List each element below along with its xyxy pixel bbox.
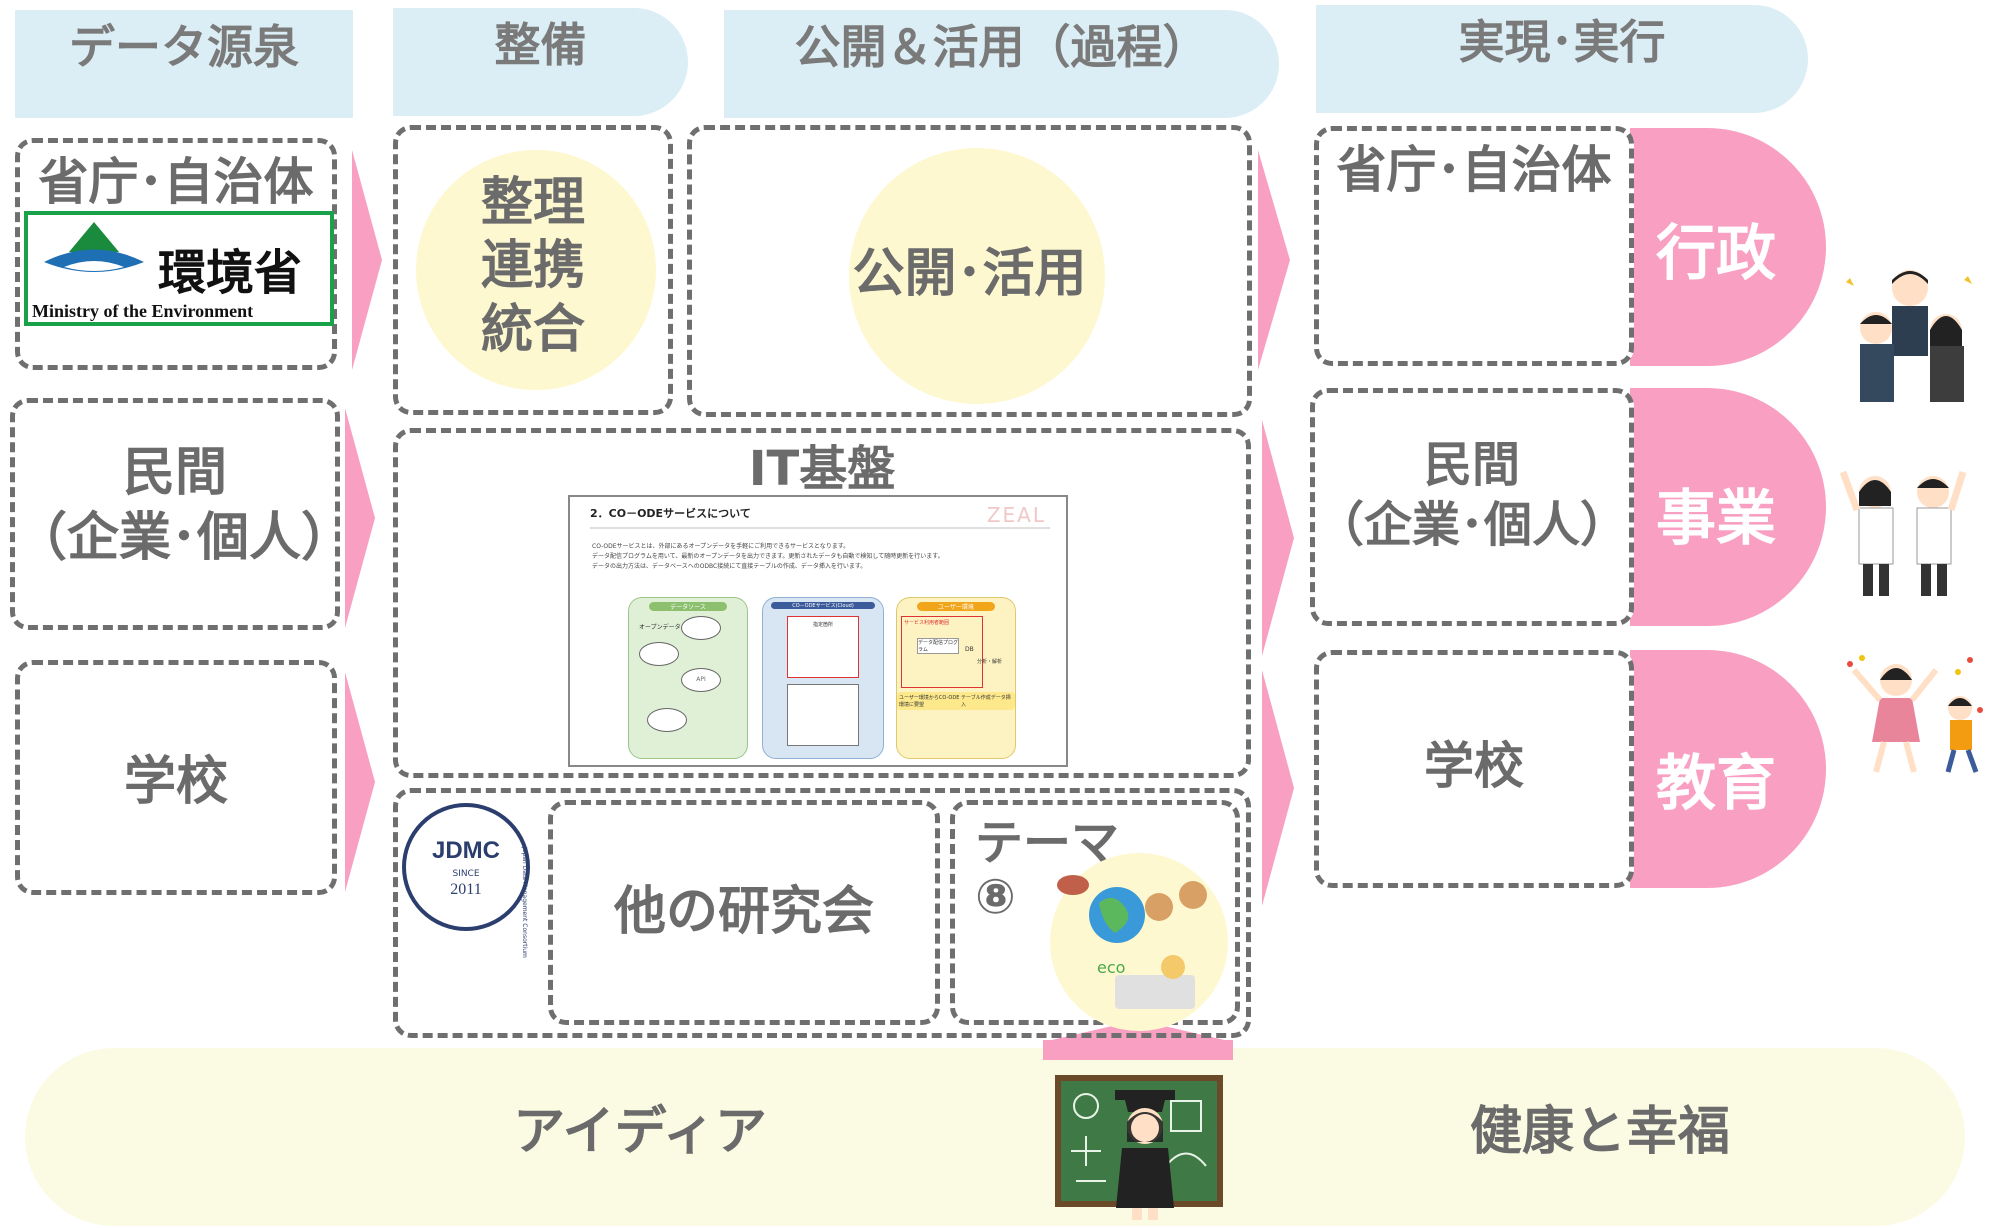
it-box: IT基盤 2．CO－ODEサービスについて ZEAL CO-ODEサービスとは、… <box>393 428 1251 778</box>
jdmc-name: JDMC <box>431 837 500 864</box>
arrow-realize-1 <box>1258 150 1290 370</box>
arrow-gov <box>352 150 382 370</box>
eco-earth-icon: eco <box>1057 875 1207 1009</box>
idea-label: アイディア <box>513 1102 767 1162</box>
result-school-label: 学校 <box>1424 737 1524 795</box>
jumping-kids-icon <box>1847 655 1983 773</box>
publish-label: 公開･活用 <box>852 244 1087 304</box>
slide-heading: 2．CO－ODEサービスについて <box>590 507 751 520</box>
jdmc-ring-text: Japan Data Management Consortium <box>521 847 528 958</box>
header-prep: 整備 <box>393 8 688 116</box>
result-private-line1: 民間 <box>1423 437 1520 493</box>
slide-body-3: データの出力方法は、データベースへのODBC接続にて直接テーブルの作成、データ挿… <box>592 563 867 570</box>
tag-edu-label: 教育 <box>1656 749 1776 819</box>
theme-box: テーマ ⑧ eco <box>950 800 1240 1031</box>
slide-panel-source: データソース オープンデータ API <box>628 597 748 759</box>
result-private-line2: （企業･個人） <box>1315 497 1628 553</box>
moe-logo-en: Ministry of the Environment <box>32 301 254 321</box>
tag-biz-bg <box>1630 388 1826 626</box>
source-private-line2: （企業･個人） <box>15 508 354 568</box>
moe-logo: 環境省 Ministry of the Environment <box>24 211 334 326</box>
wellbeing-label: 健康と幸福 <box>1469 1102 1730 1162</box>
slide-body-2: データ配信プログラムを用いて、最新のオープンデータを出力できます。更新されたデー… <box>592 553 944 560</box>
theme-number: ⑧ <box>975 869 1016 925</box>
result-school-box: 学校 <box>1314 650 1634 888</box>
tag-gov-label: 行政 <box>1656 219 1776 289</box>
prep-box: 整理 連携 統合 <box>393 125 673 415</box>
slide-brand: ZEAL <box>986 503 1046 527</box>
tag-edu-bg <box>1630 650 1826 888</box>
bottom-banner <box>25 1048 1965 1226</box>
slide-panel-cloud: CO－ODEサービス(Cloud) 指定箇所 <box>762 597 884 759</box>
result-gov-title: 省庁･自治体 <box>1336 141 1612 199</box>
other-study-box: 他の研究会 <box>548 800 940 1025</box>
arrow-realize-2 <box>1262 420 1294 656</box>
theme-label: テーマ <box>975 815 1120 871</box>
slide-panel-user: ユーザー環境 サービス利用者範囲 データ配信プログラム DB 分析・解析 ユーザ… <box>896 597 1016 759</box>
jdmc-year: 2011 <box>450 881 482 898</box>
source-gov-title: 省庁･自治体 <box>38 153 314 211</box>
prep-circle <box>416 150 656 390</box>
publish-box: 公開･活用 <box>687 125 1252 417</box>
cheering-doctors-icon <box>1839 470 1967 596</box>
prep-line-link: 連携 <box>480 236 585 297</box>
source-school-box: 学校 <box>15 660 337 895</box>
result-private-box: 民間 （企業･個人） <box>1310 388 1634 626</box>
it-title: IT基盤 <box>748 441 896 497</box>
cheering-officials-icon <box>1846 270 1972 402</box>
study-group-container <box>393 788 1251 1038</box>
source-gov-box: 省庁･自治体 環境省 Ministry of the Environment <box>15 138 337 370</box>
moe-emblem-icon <box>44 222 144 272</box>
header-publish: 公開＆活用（過程） <box>724 10 1279 118</box>
arrow-school <box>345 672 375 892</box>
arrow-private <box>345 408 375 628</box>
source-private-box: 民間 （企業･個人） <box>10 398 354 630</box>
publish-circle <box>849 148 1105 404</box>
source-school-label: 学校 <box>123 752 228 812</box>
service-slide: 2．CO－ODEサービスについて ZEAL CO-ODEサービスとは、外部にある… <box>568 495 1068 767</box>
tag-biz-label: 事業 <box>1656 484 1776 554</box>
other-study-label: 他の研究会 <box>613 882 874 942</box>
prep-line-organize: 整理 <box>480 173 585 233</box>
tag-gov-bg <box>1630 128 1826 366</box>
up-arrow <box>1043 1040 1233 1060</box>
moe-logo-jp: 環境省 <box>158 245 303 301</box>
arrow-realize-3 <box>1262 670 1294 906</box>
graduate-icon <box>1100 1082 1190 1224</box>
header-data-source: データ源泉 <box>15 10 353 118</box>
source-private-line1: 民間 <box>122 443 227 503</box>
prep-line-integrate: 統合 <box>480 299 585 360</box>
header-realize: 実現･実行 <box>1316 5 1808 113</box>
jdmc-since: SINCE <box>452 869 480 879</box>
eco-text: eco <box>1097 958 1125 977</box>
jdmc-logo: JDMC SINCE 2011 Japan Data Management Co… <box>402 803 530 958</box>
slide-body-1: CO-ODEサービスとは、外部にあるオープンデータを手軽にご利用できるサービスと… <box>592 543 850 550</box>
result-gov-box: 省庁･自治体 <box>1314 126 1634 366</box>
